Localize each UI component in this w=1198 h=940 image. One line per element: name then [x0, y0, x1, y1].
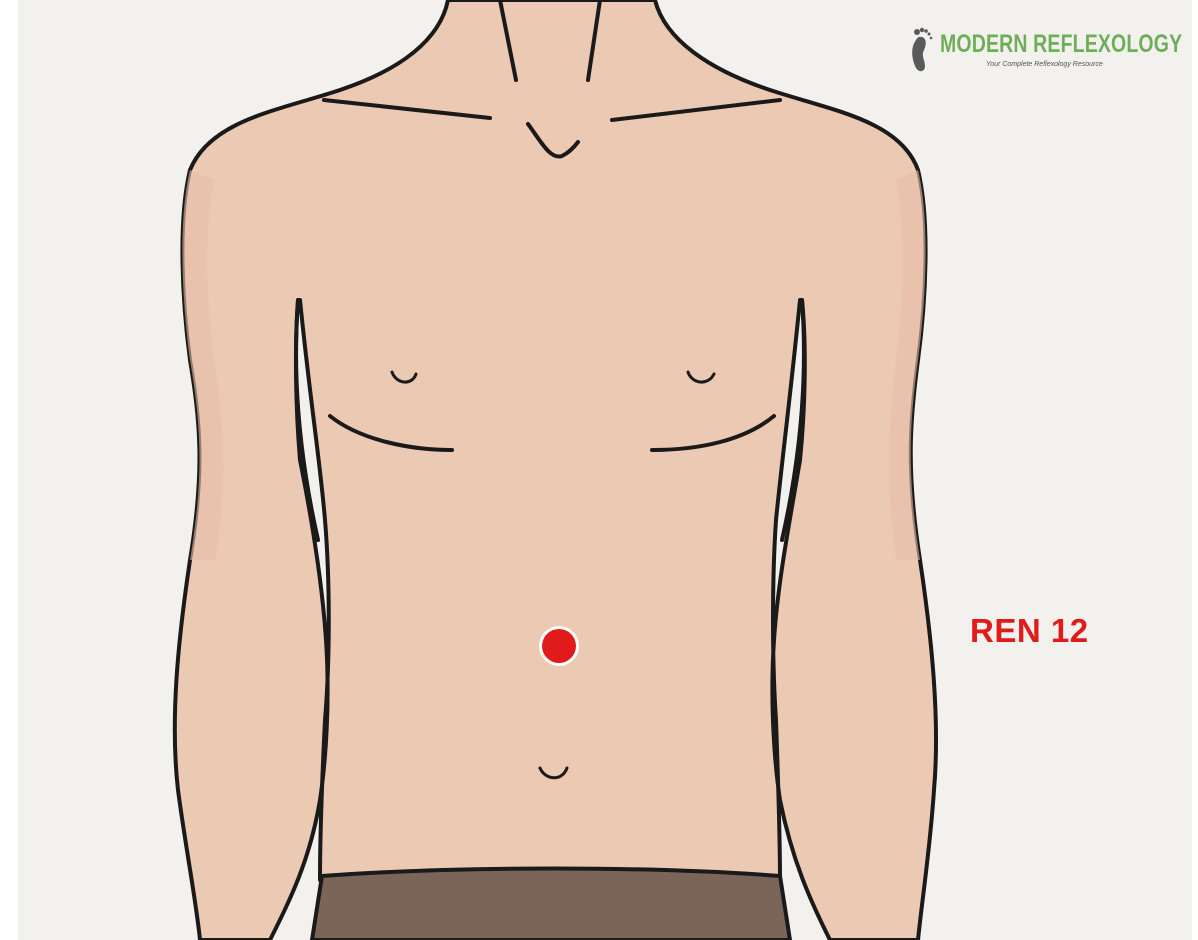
footprint-icon — [908, 26, 938, 74]
shorts — [312, 869, 790, 940]
brand-logo: MODERN REFLEXOLOGY Your Complete Reflexo… — [908, 26, 1168, 74]
acupoint-label: REN 12 — [970, 612, 1089, 650]
right-edge — [1192, 0, 1198, 940]
logo-title: MODERN REFLEXOLOGY — [940, 30, 1182, 59]
logo-tagline: Your Complete Reflexology Resource — [986, 61, 1103, 68]
acupoint-marker — [542, 629, 576, 663]
left-margin — [0, 0, 18, 940]
torso-outline — [175, 0, 936, 940]
